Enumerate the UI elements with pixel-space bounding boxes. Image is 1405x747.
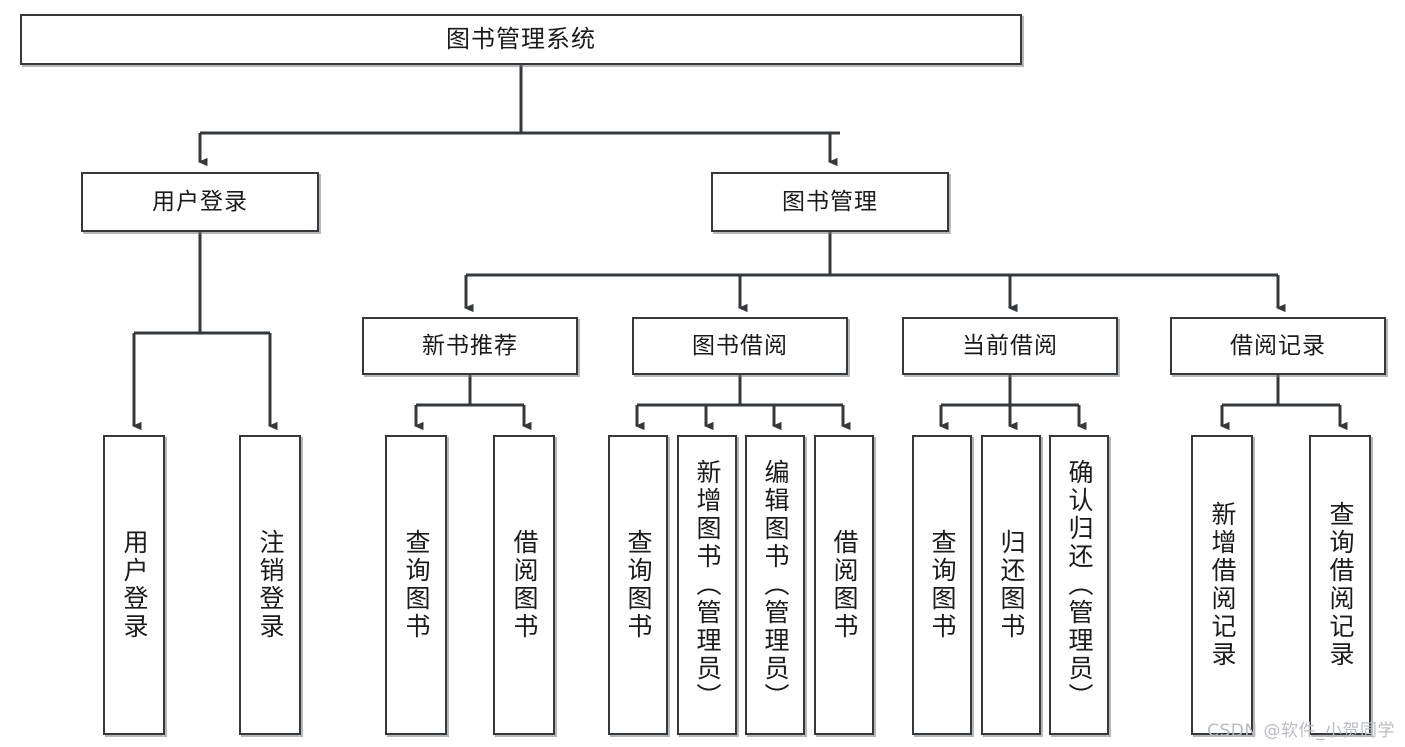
node-label: 确认归还（管理员） (1065, 459, 1094, 711)
node-label: 编辑图书（管理员） (761, 459, 790, 711)
node-label: 图书管理 (782, 188, 878, 215)
node-label: 查询图书 (624, 529, 653, 641)
node-label: 用户登录 (120, 529, 149, 641)
node-leaf-query-book-recommend[interactable]: 查询图书 (385, 435, 447, 735)
node-new-book-recommend[interactable]: 新书推荐 (362, 317, 578, 375)
node-label: 图书管理系统 (446, 24, 596, 53)
node-label: 当前借阅 (962, 332, 1058, 359)
csdn-watermark: CSDN @软件_小贺同学 (1207, 721, 1395, 741)
node-leaf-borrow-book[interactable]: 借阅图书 (814, 435, 874, 735)
node-label: 查询借阅记录 (1326, 501, 1355, 669)
node-leaf-confirm-return[interactable]: 确认归还（管理员） (1049, 435, 1109, 735)
node-label: 新增图书（管理员） (693, 459, 722, 711)
node-label: 新书推荐 (422, 332, 518, 359)
node-label: 图书借阅 (692, 332, 788, 359)
node-label: 用户登录 (152, 188, 248, 215)
node-leaf-borrow-book-recommend[interactable]: 借阅图书 (493, 435, 555, 735)
node-leaf-user-login[interactable]: 用户登录 (103, 435, 165, 735)
node-leaf-add-borrow-record[interactable]: 新增借阅记录 (1191, 435, 1253, 735)
node-root-system[interactable]: 图书管理系统 (20, 14, 1022, 65)
node-leaf-edit-book[interactable]: 编辑图书（管理员） (745, 435, 805, 735)
node-book-borrow[interactable]: 图书借阅 (632, 317, 848, 375)
node-label: 新增借阅记录 (1208, 501, 1237, 669)
node-label: 注销登录 (256, 529, 285, 641)
node-leaf-query-borrow-record[interactable]: 查询借阅记录 (1309, 435, 1371, 735)
node-leaf-add-book[interactable]: 新增图书（管理员） (677, 435, 737, 735)
node-borrow-record[interactable]: 借阅记录 (1170, 317, 1386, 375)
node-leaf-query-book-current[interactable]: 查询图书 (912, 435, 972, 735)
node-user-login[interactable]: 用户登录 (81, 172, 319, 232)
node-label: 借阅图书 (510, 529, 539, 641)
node-label: 借阅图书 (830, 529, 859, 641)
node-label: 借阅记录 (1230, 332, 1326, 359)
node-book-management[interactable]: 图书管理 (711, 172, 949, 232)
node-leaf-return-book[interactable]: 归还图书 (981, 435, 1041, 735)
node-leaf-logout-login[interactable]: 注销登录 (239, 435, 301, 735)
node-label: 查询图书 (928, 529, 957, 641)
node-leaf-query-book-borrow[interactable]: 查询图书 (608, 435, 668, 735)
node-label: 查询图书 (402, 529, 431, 641)
node-current-borrow[interactable]: 当前借阅 (902, 317, 1118, 375)
node-label: 归还图书 (997, 529, 1026, 641)
